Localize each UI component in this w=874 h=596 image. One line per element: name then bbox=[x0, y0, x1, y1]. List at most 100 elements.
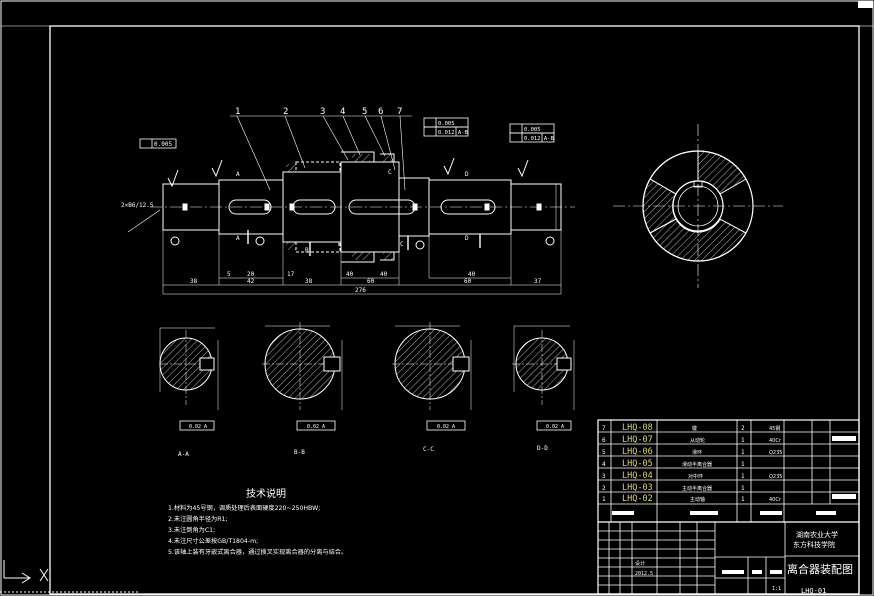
balloon-4: 4 bbox=[340, 107, 345, 117]
dim-bottom-1: 38 bbox=[190, 278, 198, 285]
drawing-scale: 1:1 bbox=[772, 586, 781, 592]
part-qty: 1 bbox=[741, 473, 745, 480]
part-name: 键 bbox=[692, 425, 697, 432]
part-no: 3 bbox=[602, 473, 606, 480]
balloon-3: 3 bbox=[320, 107, 325, 117]
tech-note-5: 5.该轴上装有牙嵌式离合器，通过拨叉实现离合器的分离与结合。 bbox=[168, 548, 347, 556]
part-material: 40Cr bbox=[769, 497, 782, 503]
tech-note-3: 3.未注倒角为C1; bbox=[168, 526, 215, 534]
section-label-aa: A-A bbox=[178, 451, 189, 458]
part-name: 对中环 bbox=[688, 473, 703, 480]
section-letter-b1: B bbox=[305, 247, 309, 254]
part-name: 主动轴 bbox=[690, 496, 705, 503]
dim-overall: 276 bbox=[355, 287, 366, 294]
parts-row: 4 LHQ-05 滑动半离合器 1 bbox=[602, 459, 745, 469]
part-qty: 1 bbox=[741, 496, 745, 503]
section-tol-dd: 0.02 A bbox=[546, 424, 564, 430]
part-no: 4 bbox=[602, 461, 606, 468]
dim-bottom-5: 60 bbox=[464, 278, 472, 285]
balloon-labels: 1 2 3 4 5 6 7 bbox=[235, 107, 402, 117]
balloon-5: 5 bbox=[362, 107, 367, 117]
parts-row: 5 LHQ-06 滑环 1 Q235 bbox=[602, 447, 782, 457]
section-tol-bb: 0.02 A bbox=[307, 424, 325, 430]
part-code: LHQ-03 bbox=[622, 483, 653, 493]
school-line-1: 湖南农业大学 bbox=[796, 530, 838, 539]
parts-row: 6 LHQ-07 从动轮 1 40Cr bbox=[602, 435, 782, 445]
shaft-assembly-view bbox=[127, 115, 575, 295]
part-name: 滑环 bbox=[692, 449, 702, 456]
section-letter-b2: B bbox=[338, 241, 342, 248]
section-letter-a2: A bbox=[236, 171, 240, 178]
drawing-title: 离合器装配图 bbox=[787, 562, 853, 576]
section-label-bb: B-B bbox=[294, 449, 305, 456]
part-material: 40Cr bbox=[769, 438, 782, 444]
part-no: 1 bbox=[602, 496, 606, 503]
clutch-end-view bbox=[613, 124, 783, 288]
tol-right-1: 0.005 bbox=[524, 127, 541, 133]
dim-inner-5: 40 bbox=[468, 271, 476, 278]
balloon-6: 6 bbox=[378, 107, 383, 117]
part-name: 主动半离合器 bbox=[682, 485, 712, 492]
tol-left: 0.005 bbox=[154, 141, 172, 148]
part-qty: 2 bbox=[741, 425, 745, 432]
section-markers: A A B B C C D D bbox=[236, 169, 469, 254]
balloon-1: 1 bbox=[235, 107, 240, 117]
section-view-bb bbox=[262, 322, 343, 431]
part-name: 滑动半离合器 bbox=[682, 461, 712, 468]
section-letter-a1: A bbox=[236, 235, 240, 242]
part-no: 2 bbox=[602, 485, 606, 492]
parts-row: 3 LHQ-04 对中环 1 Q235 bbox=[602, 471, 782, 481]
part-name: 从动轮 bbox=[690, 437, 705, 444]
dim-inner-4: 40 bbox=[380, 271, 388, 278]
parts-row: 1 LHQ-02 主动轴 1 40Cr bbox=[602, 494, 782, 504]
balloon-2: 2 bbox=[283, 107, 288, 117]
title-block-fills bbox=[612, 436, 856, 574]
part-code: LHQ-02 bbox=[622, 494, 653, 504]
tol-mid-1: 0.005 bbox=[438, 121, 455, 127]
parts-list-grid bbox=[597, 419, 860, 595]
part-qty: 1 bbox=[741, 485, 745, 492]
part-code: LHQ-08 bbox=[622, 423, 653, 433]
tech-notes-heading: 技术说明 bbox=[246, 487, 286, 500]
designer-label: 设计 bbox=[635, 560, 645, 567]
school-line-2: 东方科技学院 bbox=[793, 540, 835, 549]
section-label-cc: C-C bbox=[423, 446, 434, 453]
drawing-number: LHQ-01 bbox=[801, 587, 826, 595]
part-qty: 1 bbox=[741, 461, 745, 468]
section-letter-c2: C bbox=[388, 169, 392, 176]
section-tol-cc: 0.02 A bbox=[437, 424, 455, 430]
tol-mid-2: 0.012 A-B bbox=[438, 130, 468, 136]
parts-row: 7 LHQ-08 键 2 45钢 bbox=[602, 423, 780, 433]
part-code: LHQ-05 bbox=[622, 459, 653, 469]
part-code: LHQ-06 bbox=[622, 447, 653, 457]
tol-right-2: 0.012 A-B bbox=[524, 136, 554, 142]
part-no: 6 bbox=[602, 437, 606, 444]
section-letter-c1: C bbox=[400, 241, 404, 248]
section-letter-d2: D bbox=[465, 171, 469, 178]
dim-bottom-3: 38 bbox=[305, 278, 313, 285]
title-block: 湖南农业大学 东方科技学院 离合器装配图 LHQ-01 1:1 2012.5 设… bbox=[635, 530, 853, 595]
dim-inner-3: 17 bbox=[287, 271, 295, 278]
part-code: LHQ-07 bbox=[622, 435, 653, 445]
section-view-cc bbox=[392, 322, 472, 431]
part-material: Q235 bbox=[769, 474, 782, 480]
part-no: 7 bbox=[602, 425, 606, 432]
parts-list-rows: 7 LHQ-08 键 2 45钢 6 LHQ-07 从动轮 1 40Cr 5 L… bbox=[602, 423, 782, 504]
section-label-dd: D-D bbox=[537, 445, 548, 452]
ucs-icon bbox=[0, 560, 140, 593]
dim-inner-1: 5 bbox=[227, 271, 231, 278]
section-tol-aa: 0.02 A bbox=[189, 424, 207, 430]
dim-bottom-6: 37 bbox=[534, 278, 542, 285]
part-material: 45钢 bbox=[769, 425, 780, 432]
drawing-date: 2012.5 bbox=[635, 571, 653, 577]
corner-mark bbox=[858, 1, 873, 8]
section-view-dd bbox=[512, 325, 575, 431]
dim-inner-6: 40 bbox=[346, 271, 354, 278]
left-note: 2×B6/12.5 bbox=[121, 202, 154, 209]
section-view-aa bbox=[159, 327, 219, 431]
technical-notes: 技术说明 1.材料为45号钢，调质处理后表面硬度220~250HBW; 2.未注… bbox=[168, 487, 347, 556]
balloon-7: 7 bbox=[397, 107, 402, 117]
part-qty: 1 bbox=[741, 449, 745, 456]
part-no: 5 bbox=[602, 449, 606, 456]
